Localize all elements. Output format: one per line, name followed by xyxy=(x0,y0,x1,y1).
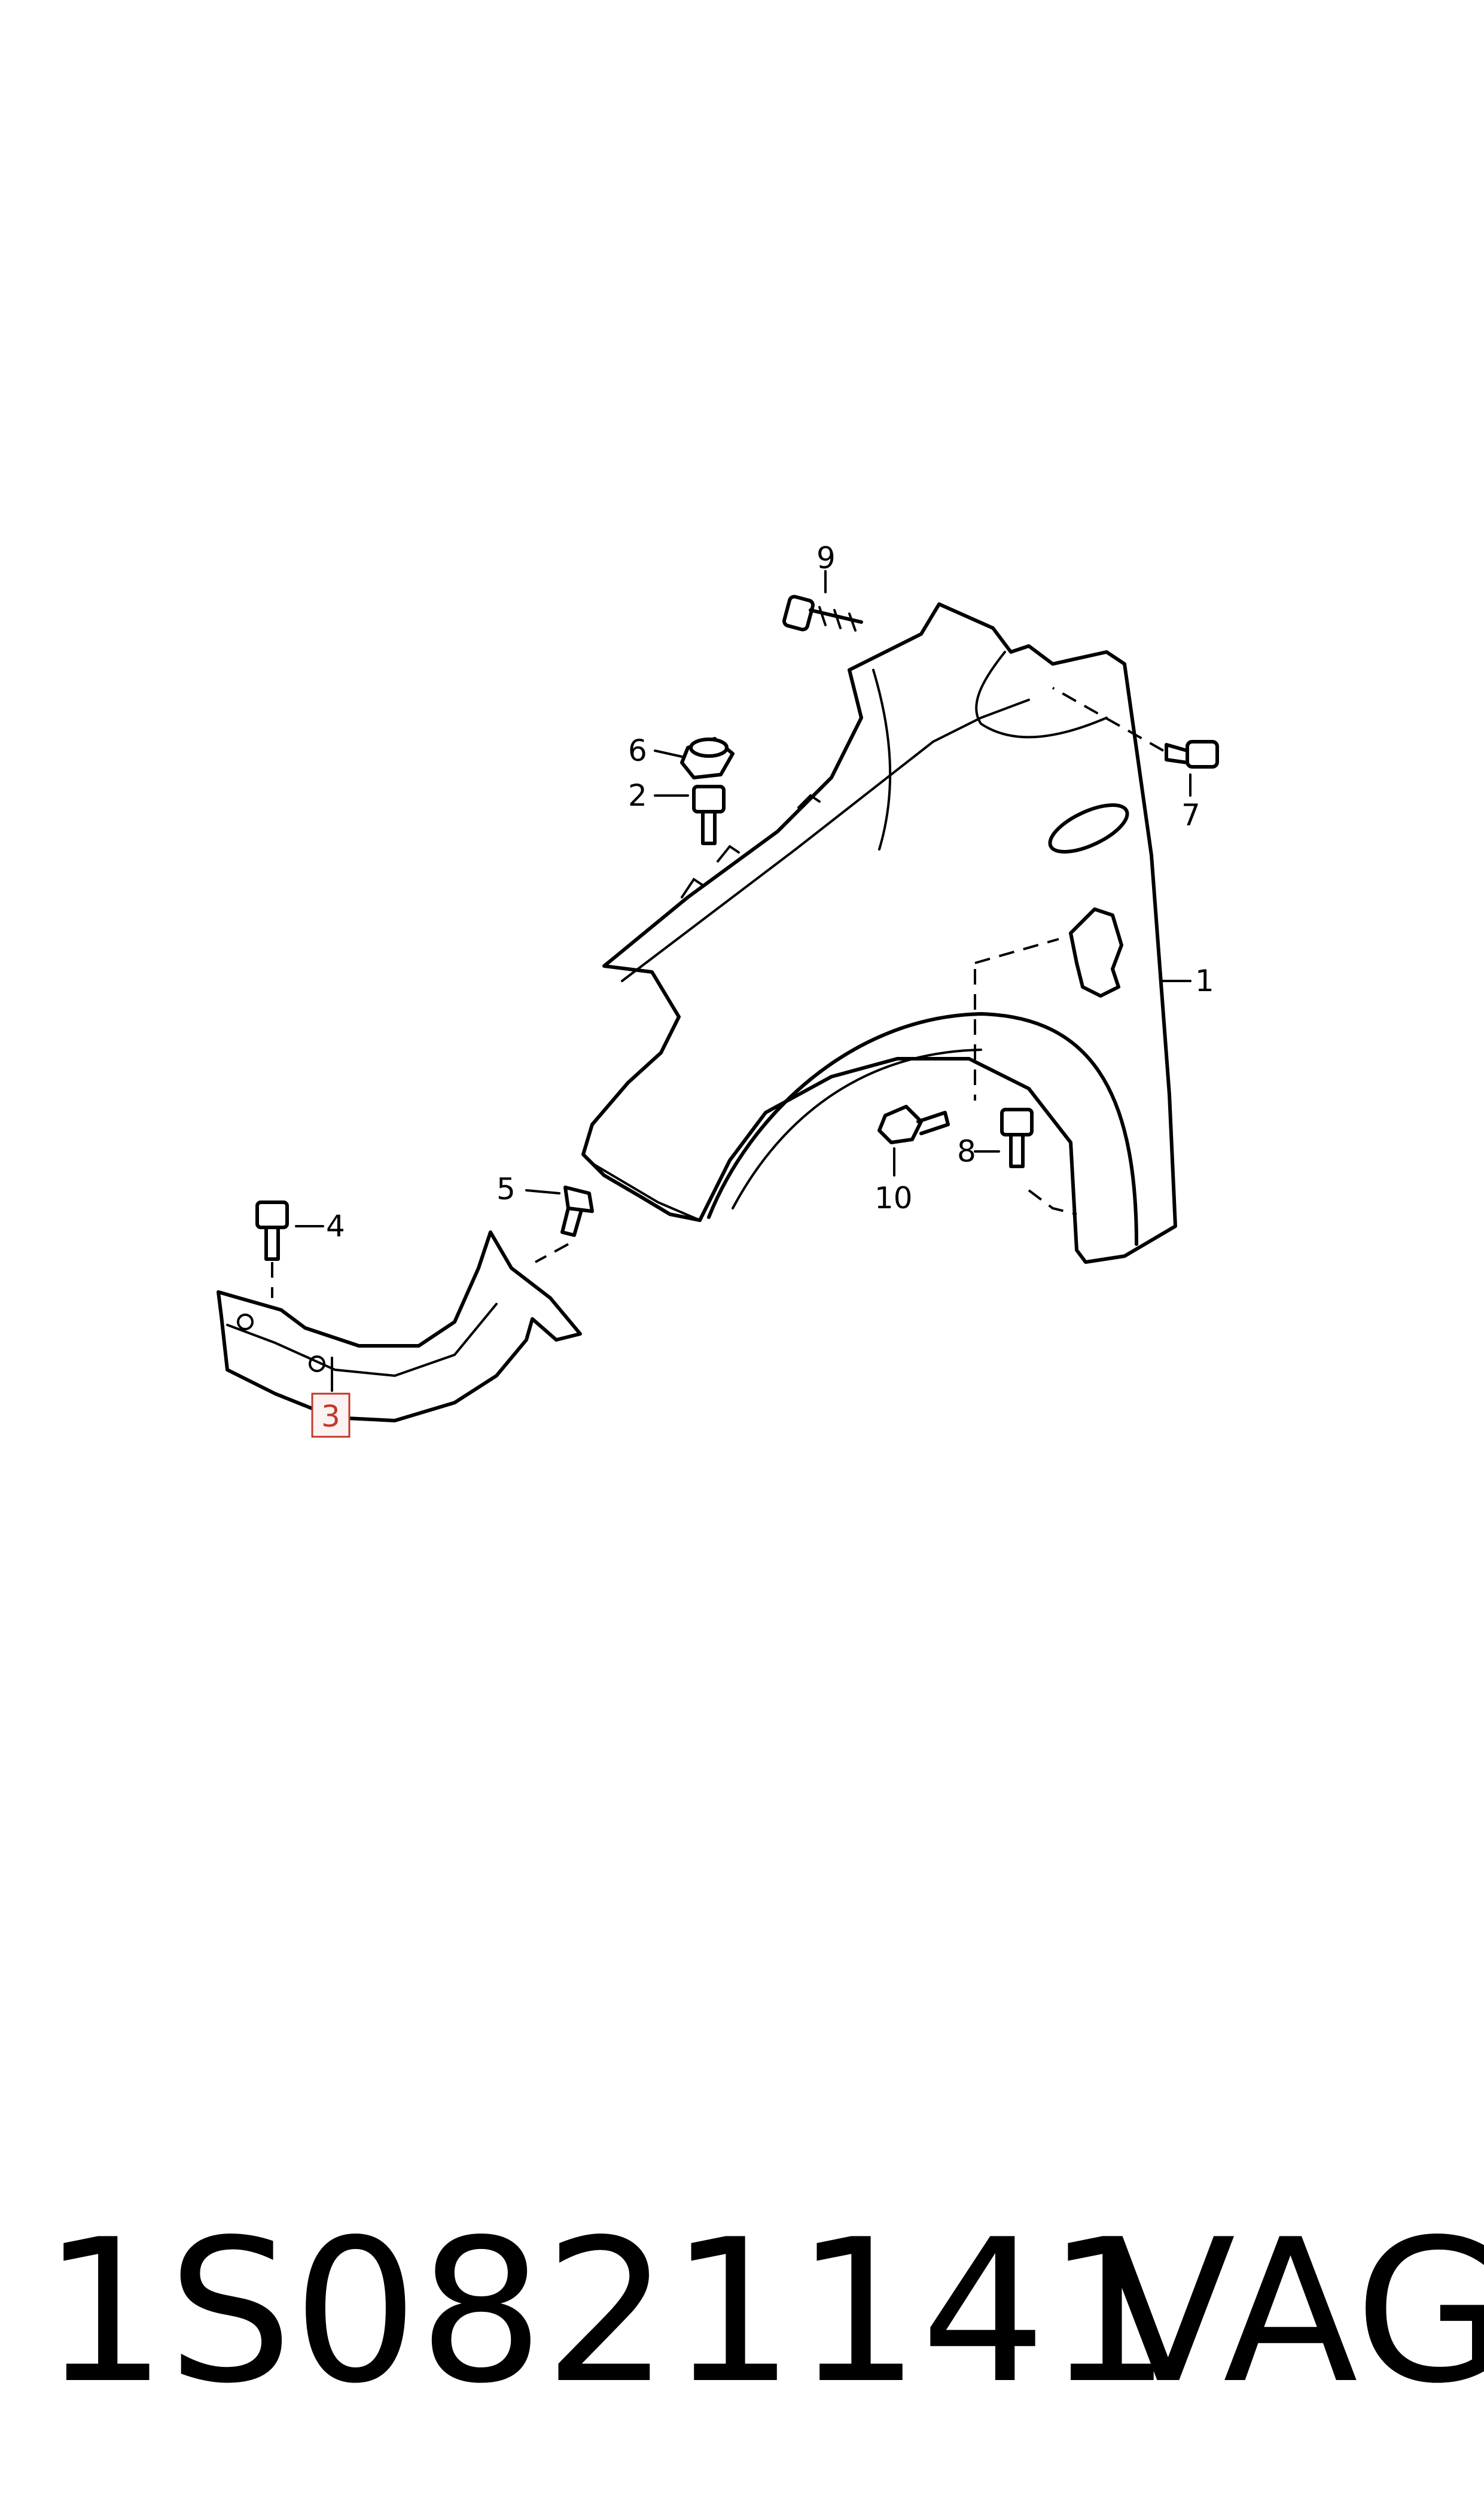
brand-label: VAG xyxy=(1101,2197,1484,2427)
callout-3: 3 xyxy=(321,1399,340,1434)
bolt-9 xyxy=(782,595,863,632)
nut-6 xyxy=(680,737,735,779)
callout-6: 6 xyxy=(628,733,647,768)
callout-4: 4 xyxy=(326,1209,345,1244)
bolt-10 xyxy=(877,1105,950,1144)
fender-panel xyxy=(581,602,1177,1264)
callout-10: 10 xyxy=(874,1181,913,1215)
callout-2: 2 xyxy=(628,778,647,813)
bolt-4 xyxy=(255,1200,289,1298)
bolt-7 xyxy=(1052,687,1219,769)
callout-1: 1 xyxy=(1195,964,1214,998)
callout-9: 9 xyxy=(816,541,836,575)
stud-5 xyxy=(535,1186,594,1263)
bolt-8 xyxy=(1000,1108,1077,1215)
callout-3-box[interactable]: 3 xyxy=(311,1392,351,1438)
bolt-2 xyxy=(692,785,726,845)
fender-bracket xyxy=(217,1230,582,1422)
callout-7: 7 xyxy=(1181,798,1200,833)
callout-8: 8 xyxy=(957,1134,976,1169)
part-number: 1S0821141 xyxy=(42,2197,1172,2427)
callout-5: 5 xyxy=(496,1172,516,1206)
leader-lines xyxy=(295,570,1192,1392)
